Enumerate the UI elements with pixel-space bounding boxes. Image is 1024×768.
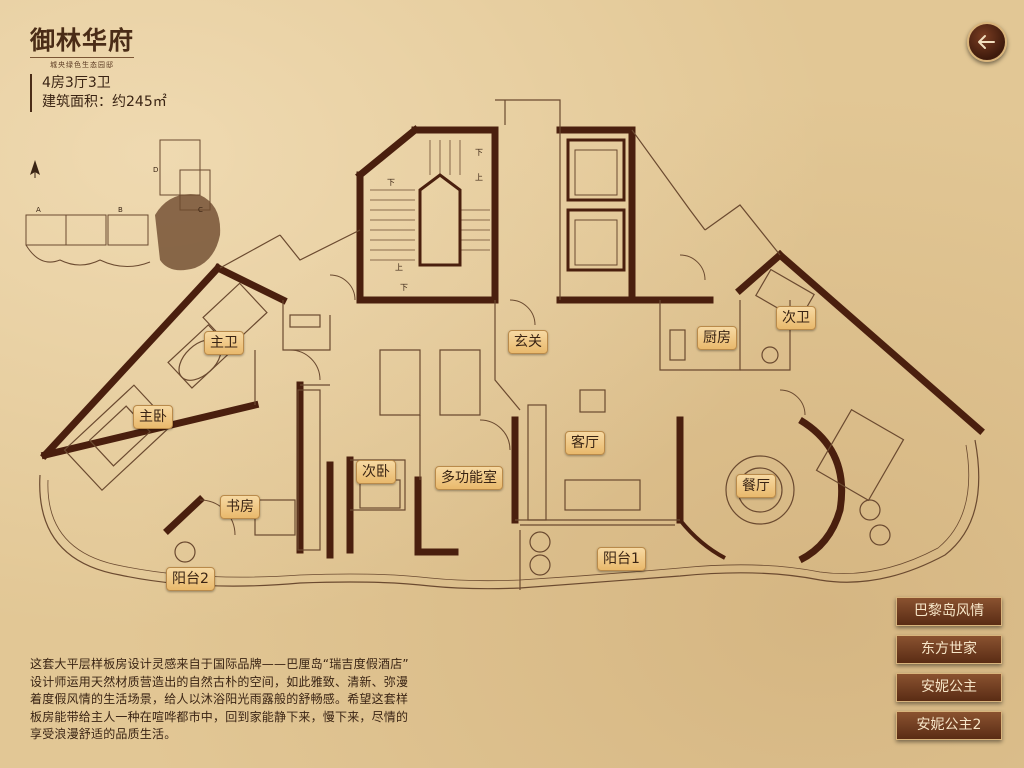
unit-layout: 4房3厅3卫 — [42, 75, 111, 91]
room-label-balcony-2[interactable]: 阳台2 — [166, 567, 215, 591]
description-line: 这套大平层样板房设计灵感来自于国际品牌——巴厘岛“瑞吉度假酒店” — [30, 657, 409, 671]
nav-button-princess-annie[interactable]: 安妮公主 — [896, 673, 1002, 702]
room-label-study[interactable]: 书房 — [220, 495, 260, 519]
room-label-multi-function[interactable]: 多功能室 — [435, 466, 503, 490]
room-label-master-bath[interactable]: 主卫 — [204, 331, 244, 355]
room-label-dining-room[interactable]: 餐厅 — [736, 474, 776, 498]
room-label-master-bedroom[interactable]: 主卧 — [133, 405, 173, 429]
room-label-second-bath[interactable]: 次卫 — [776, 306, 816, 330]
room-label-living-room[interactable]: 客厅 — [565, 431, 605, 455]
stair-up-2: 上 — [395, 263, 403, 272]
description-line: 设计师运用天然材质营造出的自然古朴的空间，如此雅致、清新、弥漫 — [30, 674, 409, 689]
brand-logo: 御林华府 城央绿色生态园邸 — [30, 26, 150, 70]
stair-down-1: 下 — [475, 148, 483, 157]
description-line: 着度假风情的生活场景，给人以沐浴阳光雨露般的舒畅感。希望这套样 — [30, 692, 409, 706]
brand-subtitle: 城央绿色生态园邸 — [30, 57, 134, 70]
nav-button-oriental-family[interactable]: 东方世家 — [896, 635, 1002, 664]
back-button[interactable] — [967, 22, 1007, 62]
description: 这套大平层样板房设计灵感来自于国际品牌——巴厘岛“瑞吉度假酒店” 设计师运用天然… — [30, 656, 430, 744]
room-label-second-bedroom[interactable]: 次卧 — [356, 460, 396, 484]
room-label-entrance[interactable]: 玄关 — [508, 330, 548, 354]
unit-area: 建筑面积：约245㎡ — [42, 94, 167, 110]
room-label-kitchen[interactable]: 厨房 — [697, 326, 737, 350]
unit-info: 4房3厅3卫 建筑面积：约245㎡ — [30, 74, 167, 112]
nav-button-princess-annie-2[interactable]: 安妮公主2 — [896, 711, 1002, 740]
description-line: 享受浪漫舒适的品质生活。 — [30, 727, 177, 741]
stair-down-2: 下 — [387, 178, 395, 187]
nav-button-bali-island[interactable]: 巴黎岛风情 — [896, 597, 1002, 626]
arrow-left-icon — [978, 35, 995, 49]
stair-up-1: 上 — [475, 173, 483, 182]
room-label-balcony-1[interactable]: 阳台1 — [597, 547, 646, 571]
brand-title: 御林华府 — [30, 26, 135, 55]
description-line: 板房能带给主人一种在喧哗都市中，回到家能静下来，慢下来，尽情的 — [30, 709, 409, 724]
stair-down-3: 下 — [400, 283, 408, 292]
